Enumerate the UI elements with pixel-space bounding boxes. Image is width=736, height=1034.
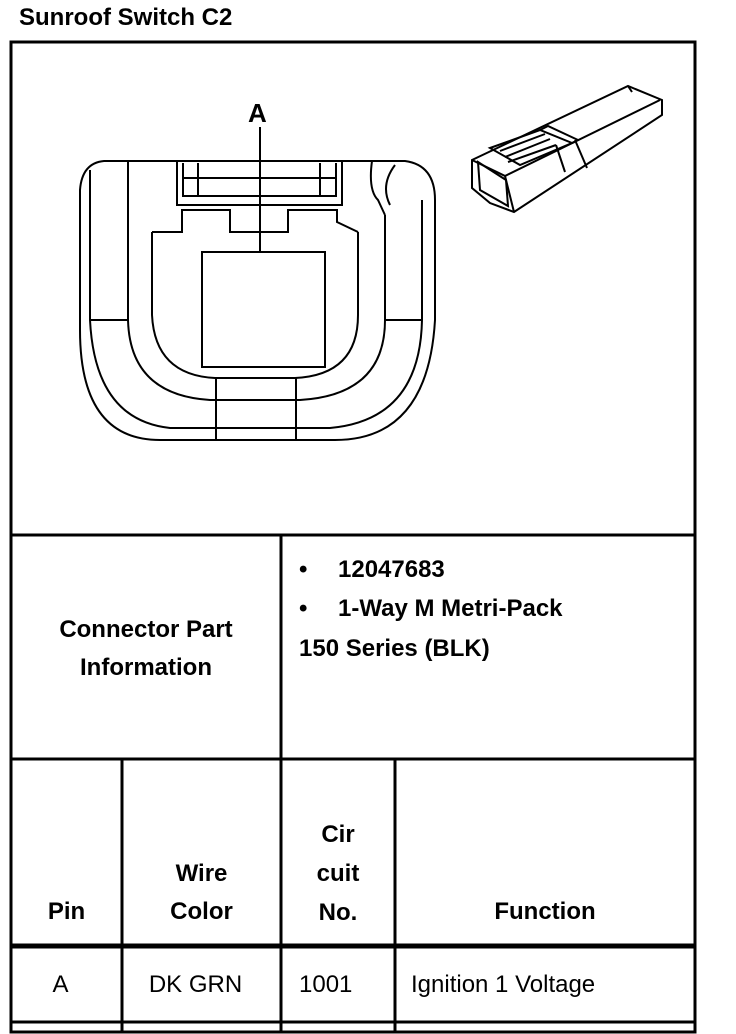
connector-series: 150 Series (BLK) xyxy=(299,635,490,662)
connector-part-info-label: Connector Part Information xyxy=(12,611,280,687)
header-wire-color: Wire Color xyxy=(123,855,280,931)
page-title: Sunroof Switch C2 xyxy=(19,4,233,31)
row-wire-color: DK GRN xyxy=(148,971,243,998)
part-number: 12047683 xyxy=(338,556,445,583)
pin-a-diagram-label: A xyxy=(248,98,267,128)
header-circuit-line3: No. xyxy=(318,899,358,926)
header-wire-line2: Color xyxy=(170,898,233,925)
terminal-drawing xyxy=(471,84,663,214)
row-function: Ignition 1 Voltage xyxy=(411,971,596,998)
header-circuit-line1: Cir xyxy=(321,821,355,848)
bullet-2-dot: • xyxy=(299,595,308,622)
bullet-1-dot: • xyxy=(299,556,308,583)
header-circuit-no: Cir cuit No. xyxy=(282,815,394,932)
header-wire-line1: Wire xyxy=(175,860,228,887)
header-circuit-line2: cuit xyxy=(316,860,360,887)
header-pin: Pin xyxy=(47,898,86,925)
row-pin: A xyxy=(52,971,69,998)
connector-label-line2: Information xyxy=(80,654,212,681)
connector-face-drawing xyxy=(79,160,436,441)
connector-type: 1-Way M Metri-Pack xyxy=(338,595,563,622)
connector-label-line1: Connector Part xyxy=(59,616,233,643)
header-function: Function xyxy=(494,898,596,925)
row-circuit: 1001 xyxy=(299,971,353,998)
